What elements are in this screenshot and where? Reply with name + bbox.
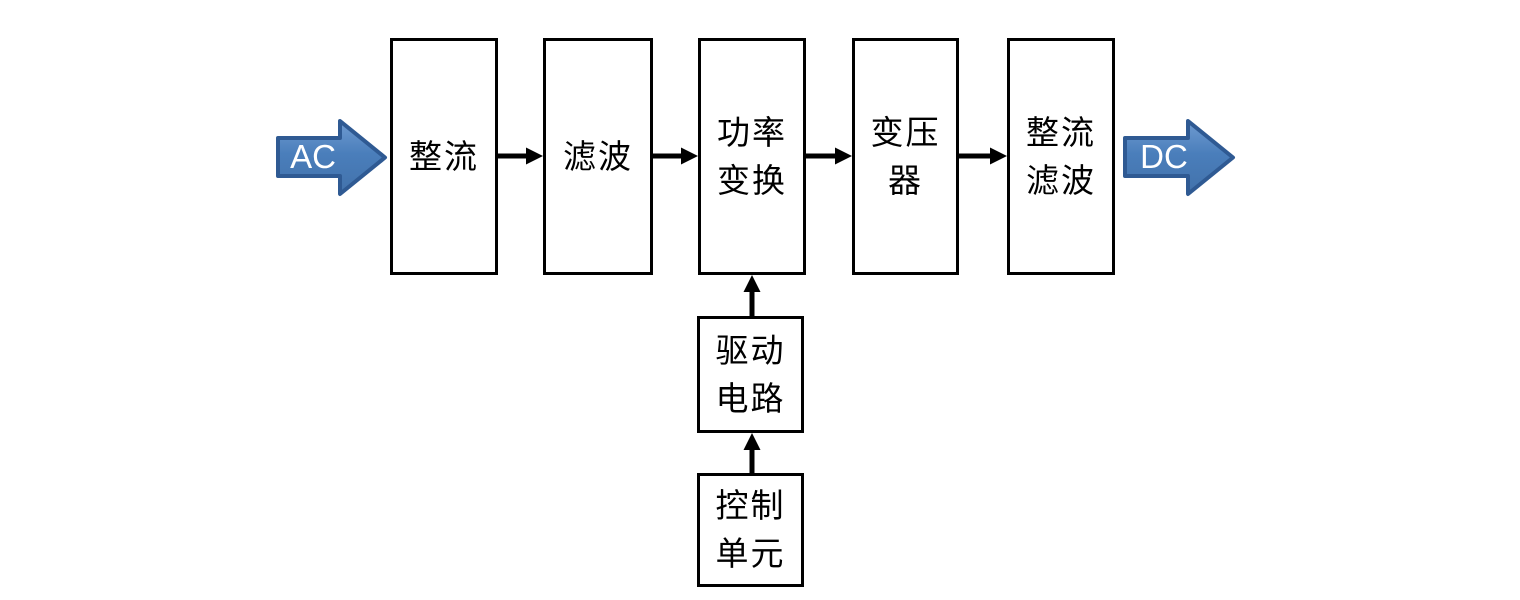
ac-input-arrow-icon xyxy=(276,119,387,196)
block-power-conversion: 功率 变换 xyxy=(698,38,806,275)
block-rectifier: 整流 xyxy=(390,38,498,275)
dc-output-label: DC xyxy=(1140,138,1188,175)
ac-input-label: AC xyxy=(290,138,336,175)
block-drive-circuit: 驱动 电路 xyxy=(697,316,804,433)
arrow-filter-to-power-conversion xyxy=(653,147,698,165)
arrow-control-unit-to-drive-circuit xyxy=(743,433,761,473)
arrow-rectifier-to-filter xyxy=(498,147,543,165)
arrow-power-conversion-to-transformer xyxy=(806,147,852,165)
dc-output-arrow-icon xyxy=(1123,119,1235,196)
arrow-transformer-to-rectifier-filter xyxy=(959,147,1007,165)
block-control-unit: 控制 单元 xyxy=(697,473,804,587)
block-transformer: 变压 器 xyxy=(852,38,959,275)
arrow-drive-circuit-to-power-conversion xyxy=(743,275,761,316)
block-rectifier-filter: 整流 滤波 xyxy=(1007,38,1115,275)
block-filter: 滤波 xyxy=(543,38,653,275)
